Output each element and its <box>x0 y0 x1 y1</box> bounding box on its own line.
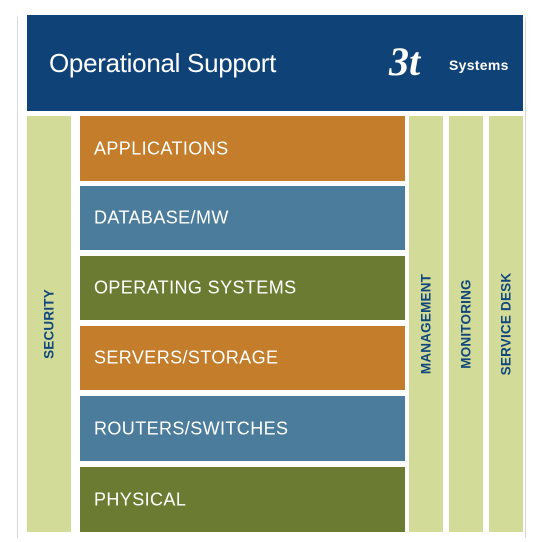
header-banner: Operational Support 3t Systems <box>27 15 523 111</box>
column-label-monitoring: MONITORING <box>458 279 474 369</box>
header-title: Operational Support <box>49 48 277 78</box>
layer-physical: PHYSICAL <box>80 467 405 532</box>
layer-routers-switches: ROUTERS/SWITCHES <box>80 396 405 461</box>
column-security: SECURITY <box>27 116 71 532</box>
column-service-desk: SERVICE DESK <box>489 116 523 532</box>
layer-label-physical: PHYSICAL <box>94 489 187 509</box>
column-label-service-desk: SERVICE DESK <box>498 272 514 376</box>
layer-label-operating-systems: OPERATING SYSTEMS <box>94 277 297 298</box>
column-label-security: SECURITY <box>41 289 57 359</box>
column-label-management: MANAGEMENT <box>418 273 434 375</box>
column-management: MANAGEMENT <box>409 116 443 532</box>
layer-label-routers-switches: ROUTERS/SWITCHES <box>94 418 289 438</box>
layer-label-servers-storage: SERVERS/STORAGE <box>94 347 279 368</box>
layer-label-applications: APPLICATIONS <box>94 138 229 158</box>
layer-operating-systems: OPERATING SYSTEMS <box>80 256 405 320</box>
logo-text: Systems <box>449 57 509 73</box>
layer-servers-storage: SERVERS/STORAGE <box>80 326 405 390</box>
layer-label-database-mw: DATABASE/MW <box>94 207 229 228</box>
company-logo: 3t Systems <box>369 37 509 89</box>
layer-database-mw: DATABASE/MW <box>80 186 405 250</box>
column-monitoring: MONITORING <box>449 116 483 532</box>
logo-mark: 3t <box>389 39 421 84</box>
layer-applications: APPLICATIONS <box>80 116 405 181</box>
